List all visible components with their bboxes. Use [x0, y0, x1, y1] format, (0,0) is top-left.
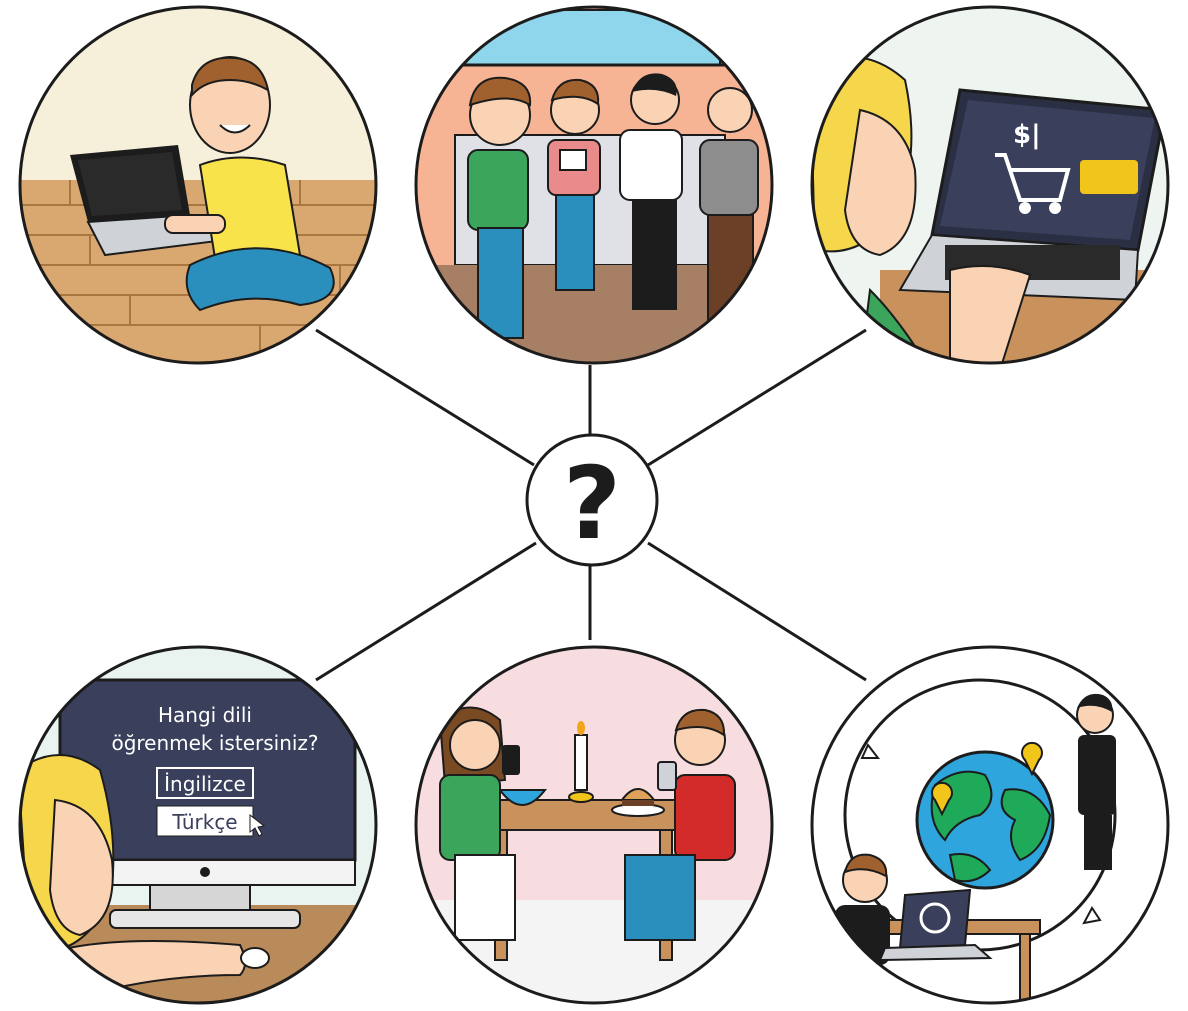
man-on-phone-icon	[1076, 693, 1116, 870]
bowl-icon	[498, 789, 548, 806]
globe-icon	[915, 750, 1055, 890]
option-turkish-button[interactable]	[156, 805, 254, 837]
connector-call	[647, 541, 867, 682]
shopping-cart-icon	[995, 153, 1071, 214]
scene-dinner-date	[414, 645, 774, 1005]
laptop-icon	[70, 145, 228, 257]
scene-online-shopping: $|	[810, 5, 1170, 365]
question-mark: ?	[563, 445, 621, 562]
scene-language-choice: Hangi dili öğrenmek istersiniz? İngilizc…	[18, 645, 378, 1005]
cursor-icon	[249, 813, 266, 837]
burger-icon	[611, 788, 665, 817]
language-prompt-line1: Hangi dili	[158, 703, 252, 727]
location-pin-icon	[931, 781, 953, 817]
option-english-button[interactable]	[156, 767, 254, 799]
laptop-call-icon	[878, 888, 993, 962]
candle-icon	[574, 734, 588, 791]
commuter-4	[699, 87, 759, 336]
scene-home-laptop	[18, 5, 378, 365]
scene-subway-commute	[414, 5, 774, 365]
center-node: ?	[525, 433, 659, 567]
commuter-1	[467, 76, 532, 339]
price-label: $|	[1013, 120, 1041, 150]
option-turkish-label: Türkçe	[171, 810, 237, 834]
connector-language	[315, 541, 537, 682]
connector-home	[315, 328, 535, 467]
connector-lines	[315, 328, 867, 682]
scene-global-call	[810, 645, 1170, 1005]
commuter-3	[619, 73, 683, 310]
person-sitting-icon	[164, 56, 335, 312]
connector-shopping	[647, 328, 867, 467]
credit-card-icon	[1080, 160, 1138, 194]
language-prompt-line2: öğrenmek istersiniz?	[111, 731, 318, 755]
option-english-label: İngilizce	[164, 772, 246, 796]
commuter-2	[547, 78, 601, 291]
location-pin-icon	[1021, 741, 1043, 777]
